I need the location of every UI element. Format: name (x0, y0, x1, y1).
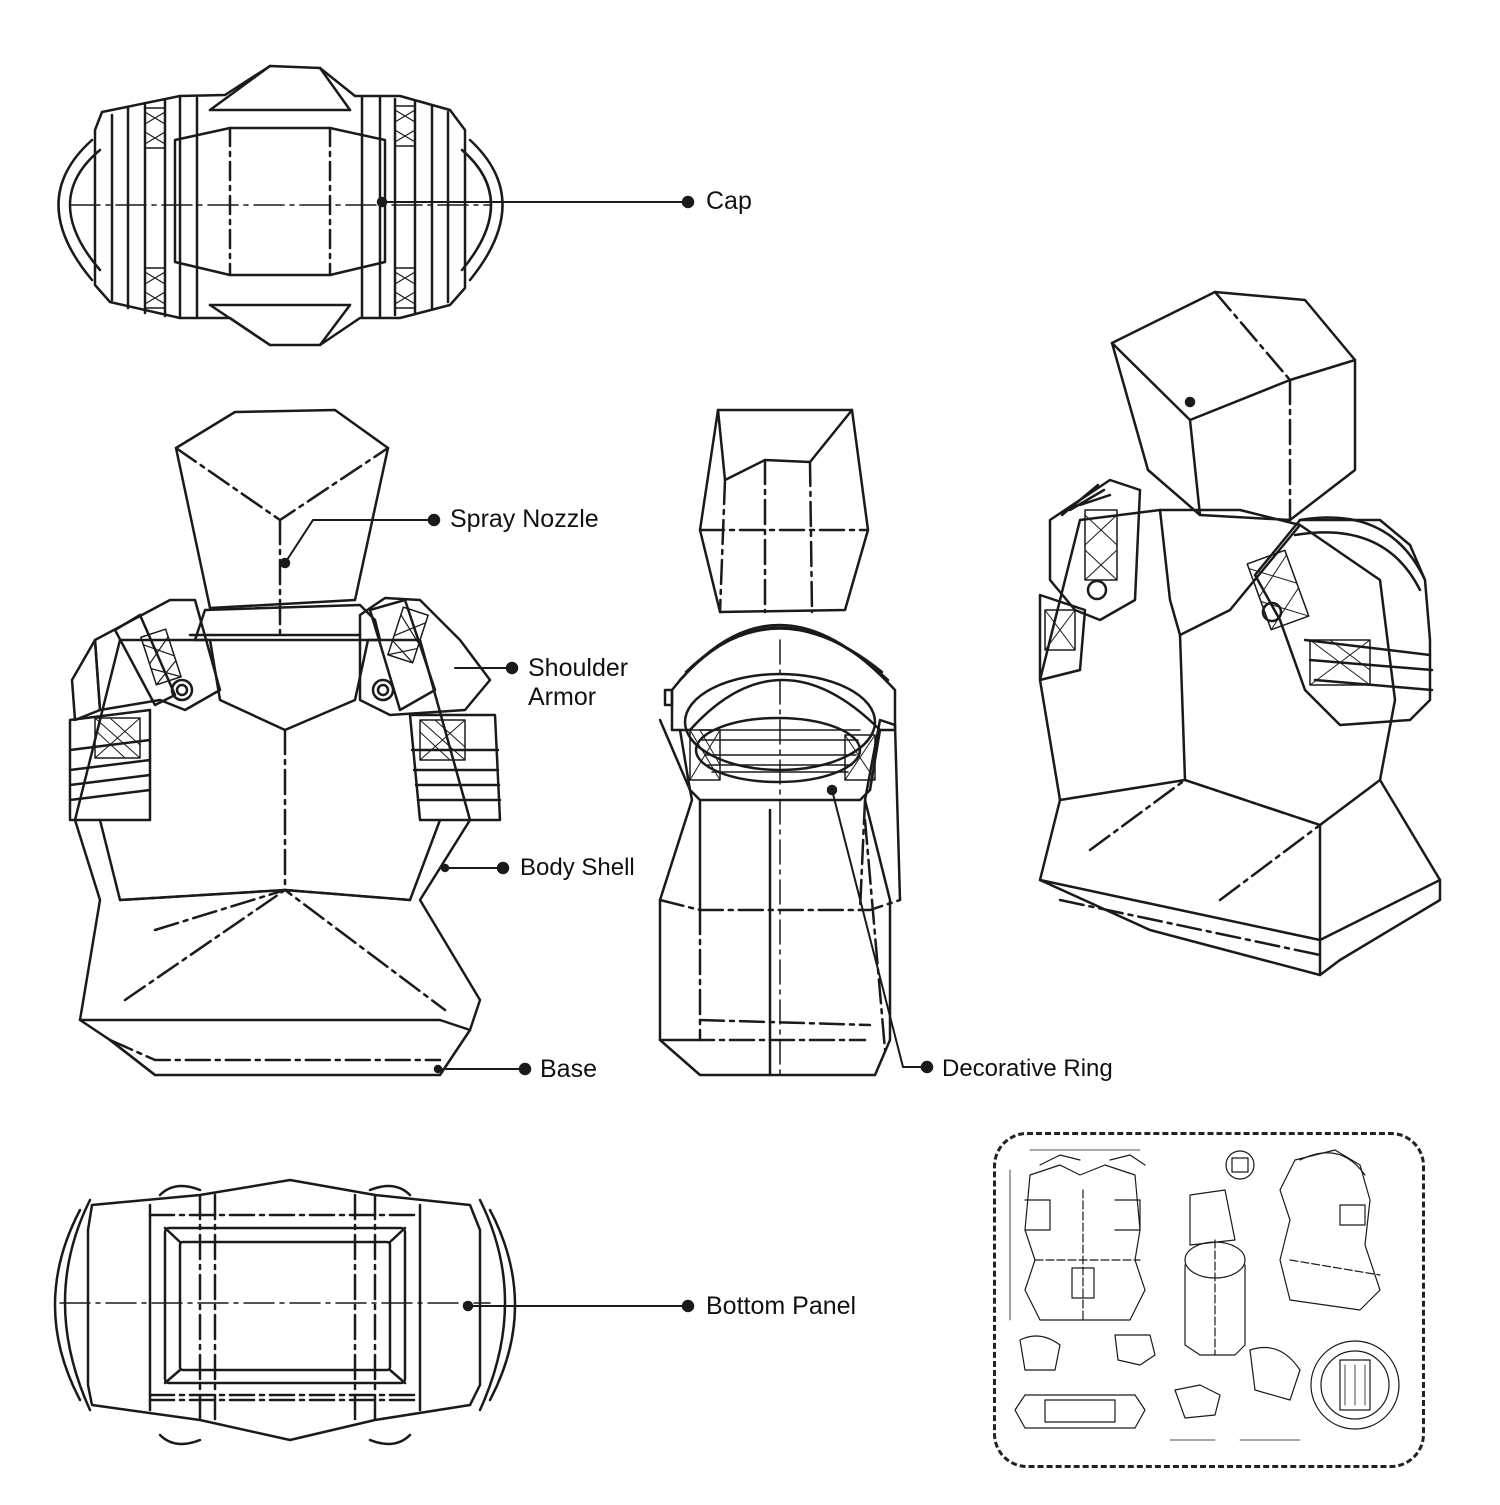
shoulder-armor-label-line1: Shoulder (528, 654, 629, 682)
isometric-view (1038, 290, 1442, 977)
cap-label: Cap (706, 187, 752, 215)
shoulder-armor-label-line2: Armor (528, 683, 597, 711)
bottom-view (53, 1178, 695, 1446)
body-shell-label: Body Shell (520, 854, 635, 881)
spray-nozzle-label: Spray Nozzle (450, 505, 599, 533)
technical-drawing-inset-contents (1009, 1149, 1400, 1441)
bottom-panel-label: Bottom Panel (706, 1292, 857, 1320)
side-view (658, 408, 934, 1077)
base-label: Base (540, 1055, 597, 1083)
top-view-cap (57, 64, 695, 347)
decorative-ring-label: Decorative Ring (942, 1055, 1113, 1082)
front-view (68, 408, 532, 1077)
technical-drawing-inset (993, 1132, 1425, 1468)
